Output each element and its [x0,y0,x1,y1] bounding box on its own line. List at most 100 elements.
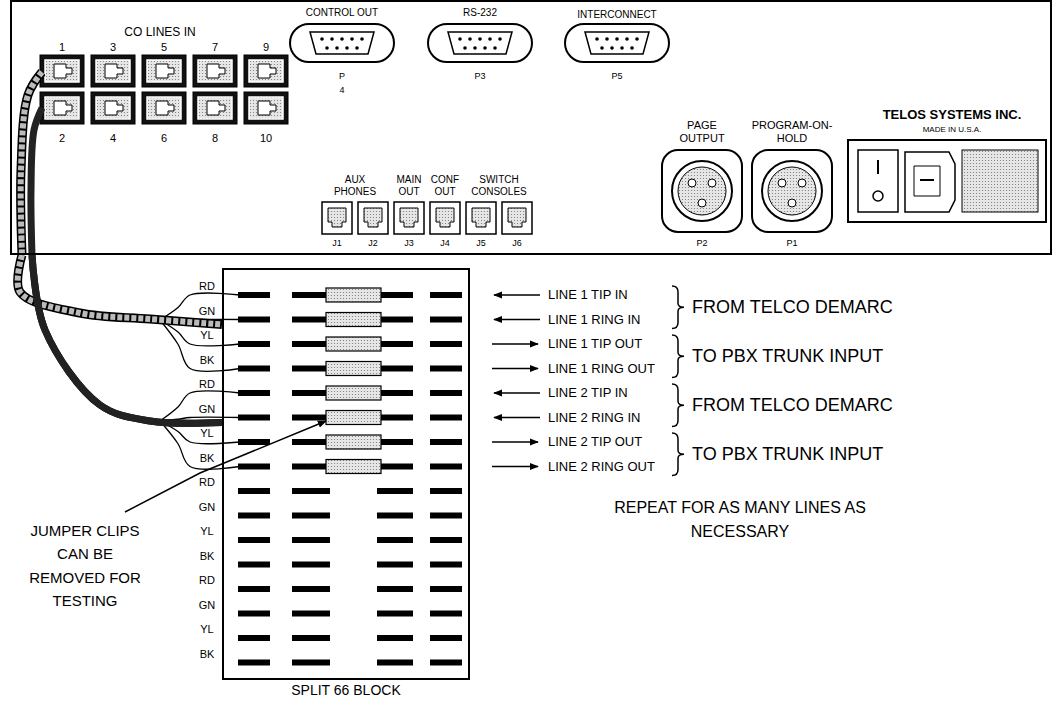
connector-id: P5 [611,71,622,81]
jack-latch [156,64,174,78]
connector-id: 4 [339,85,344,95]
punch-down-clip [238,439,270,445]
db9-pin [615,37,619,41]
brace [672,433,684,476]
cable-outline [21,72,42,255]
xlr-ring [762,161,822,221]
jumper-clip [326,386,381,400]
signal-arrow [492,343,538,345]
jack-opening [96,97,130,119]
wire-color: RD [199,378,215,391]
punch-down-clip [377,341,413,347]
db9-shell [565,24,669,62]
punch-down-clip [238,537,270,543]
cable-outline [32,255,222,423]
db9-pin [458,37,462,41]
db9-pin [473,46,477,50]
wire-color: GN [199,304,216,317]
fuse-holder [962,150,1038,212]
punch-down-clip [292,488,330,494]
db9-pin [635,37,639,41]
punch-down-clip [430,586,462,592]
rj-opening [472,208,490,227]
signal-arrow [494,294,540,296]
port-label: CONTROL OUT [306,7,378,19]
rj-jack [466,202,496,234]
signal-arrow [494,392,540,394]
db9-pin [478,37,482,41]
power-switch [858,150,898,212]
origin-note: MADE IN U.S.A. [923,125,982,134]
signal-name: LINE 1 TIP OUT [548,337,642,352]
punch-down-clip [377,513,413,519]
ac-inlet [905,152,955,212]
punch-down-clip [430,562,462,568]
gray-cable [21,72,42,255]
rj-jack [502,202,532,234]
punch-down-clip [292,513,330,519]
co-line-jack [193,92,237,124]
punch-down-clip [377,660,413,666]
leader-line [125,421,326,512]
jack-opening [249,60,283,82]
punch-down-clip [238,488,270,494]
db9-pin [320,37,324,41]
db9-pin [605,37,609,41]
connector-id: J6 [512,238,522,248]
rj-jack [394,202,424,234]
punch-down-clip [292,317,330,323]
punch-down-clip [377,635,413,641]
punch-down-clip [377,611,413,617]
co-line-jack [91,92,135,124]
punch-down-clip [377,439,413,445]
punch-down-clip [377,586,413,592]
punch-down-clip [292,635,330,641]
db9-face [448,32,512,54]
punch-down-clip [377,292,413,298]
punch-block: SPLIT 66 BLOCK [222,268,470,680]
line-number: 10 [260,132,272,145]
line-number: 9 [263,41,269,54]
rj-opening [508,208,526,227]
punch-down-clip [292,292,330,298]
rj-jack [322,202,352,234]
punch-down-clip [238,635,270,641]
punch-down-clip [430,513,462,519]
punch-down-clip [377,537,413,543]
db9-pin [463,46,467,50]
xlr-ring [672,161,732,221]
db9-pin [325,46,329,50]
punch-down-clip [238,317,270,323]
punch-down-clip [377,488,413,494]
db9-face [310,32,374,54]
signal-name: LINE 2 TIP IN [548,386,628,401]
switch-on-mark [877,160,879,174]
db9-face [585,32,649,54]
punch-down-clip [292,611,330,617]
connector-id: J3 [404,238,414,248]
db9-pin [595,37,599,41]
jack-opening [147,60,181,82]
jack-latch [207,64,225,78]
brace [672,384,684,427]
jack-opening [45,97,79,119]
db9-pin [355,46,359,50]
punch-down-clip [377,390,413,396]
co-line-jack [40,55,84,87]
signal-name: LINE 1 TIP IN [548,288,628,303]
connector-id: P1 [786,238,797,248]
xlr-pin [688,179,696,187]
db9-pin [340,37,344,41]
line-number: 7 [212,41,218,54]
xlr-pin [788,199,796,207]
instruction-note: REPEAT FOR AS MANY LINES AS NECESSARY [590,496,890,544]
connector-id: J1 [332,238,342,248]
wire-lead [160,391,240,421]
db9-pin [360,37,364,41]
jack-latch [54,101,72,115]
punch-down-clip [430,660,462,666]
punch-down-clip [292,415,330,421]
jack-opening [45,60,79,82]
punch-down-clip [430,611,462,617]
punch-down-clip [238,390,270,396]
